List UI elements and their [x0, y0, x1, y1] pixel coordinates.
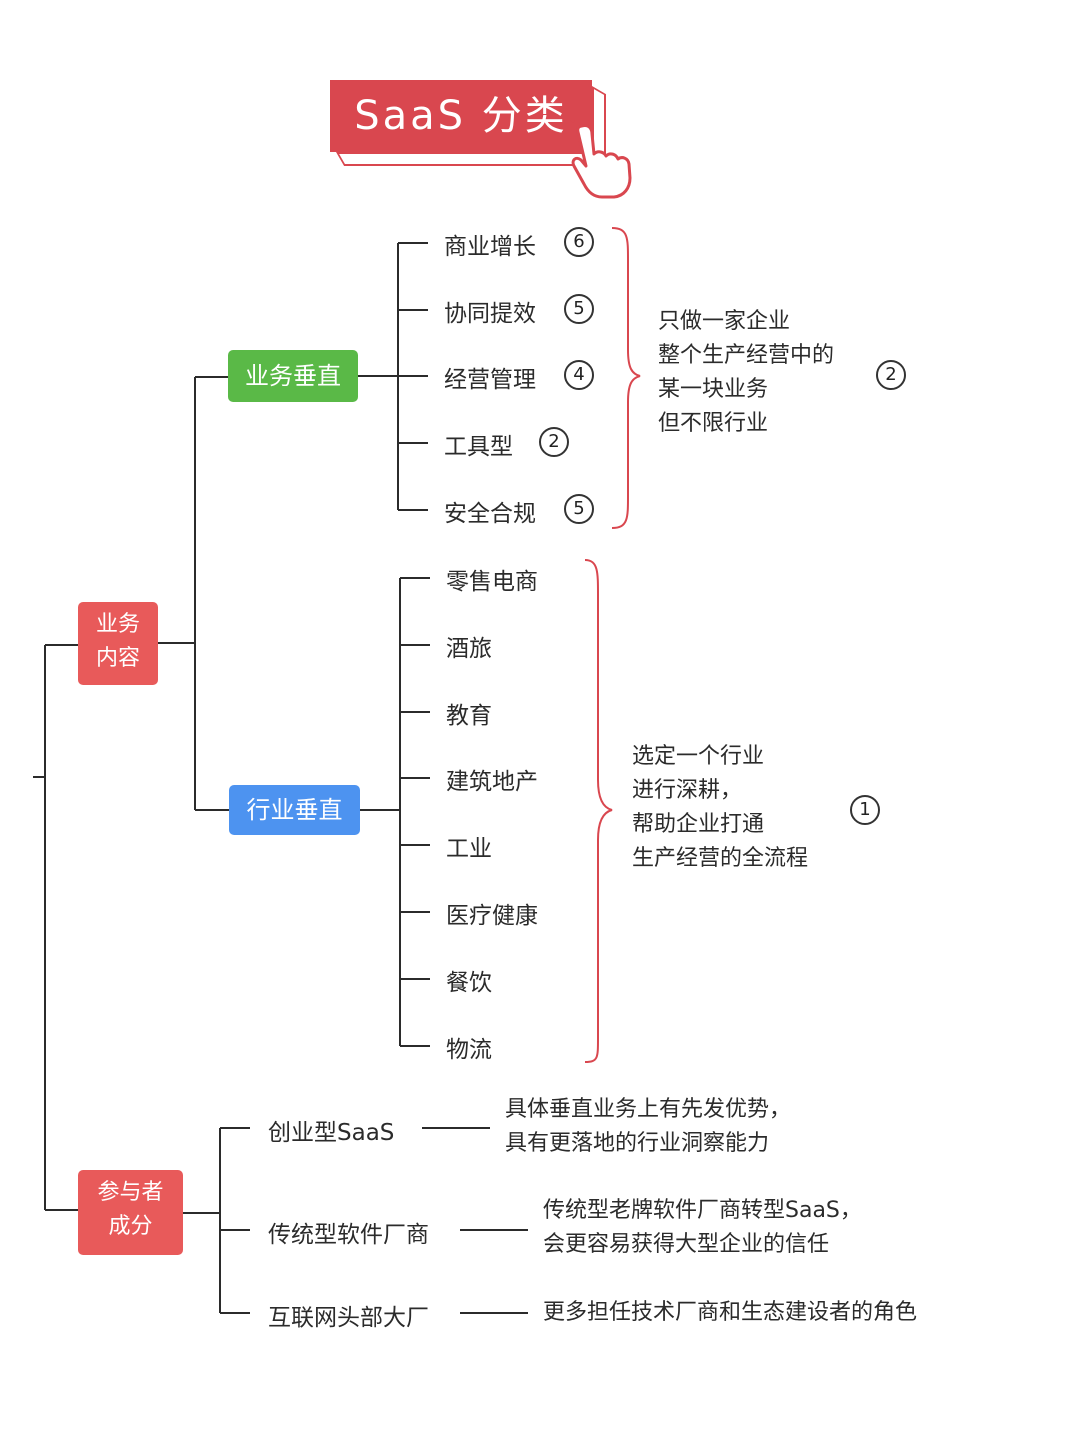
pointer-hand-icon — [568, 120, 632, 199]
bv-item-label[interactable]: 协同提效 — [444, 301, 536, 327]
page-title: SaaS 分类 — [330, 80, 592, 152]
node-business-vertical[interactable]: 业务垂直 — [228, 350, 358, 402]
iv-description: 选定一个行业 进行深耕， 帮助企业打通 生产经营的全流程 — [632, 744, 809, 871]
bv-item-count: 4 — [564, 360, 594, 390]
bv-description: 只做一家企业 整个生产经营中的 某一块业务 但不限行业 — [658, 309, 835, 436]
iv-item-label[interactable]: 零售电商 — [446, 569, 538, 595]
iv-item-label[interactable]: 医疗健康 — [446, 903, 538, 929]
node-business-content[interactable]: 业务 内容 — [78, 602, 158, 685]
participant-label[interactable]: 创业型SaaS — [268, 1120, 395, 1146]
bv-description-count: 2 — [876, 360, 906, 390]
title-block: SaaS 分类 — [330, 80, 632, 199]
title-3d-bottom — [336, 152, 607, 166]
iv-item-label[interactable]: 工业 — [446, 836, 492, 862]
participant-description: 更多担任技术厂商和生态建设者的角色 — [543, 1300, 918, 1325]
node-participants[interactable]: 参与者 成分 — [78, 1170, 183, 1255]
bv-item-label[interactable]: 工具型 — [444, 434, 513, 460]
iv-item-label[interactable]: 餐饮 — [446, 970, 492, 996]
iv-item-label[interactable]: 教育 — [446, 703, 492, 729]
participant-description: 传统型老牌软件厂商转型SaaS， 会更容易获得大型企业的信任 — [543, 1198, 862, 1257]
iv-description-count: 1 — [850, 795, 880, 825]
bv-item-label[interactable]: 安全合规 — [444, 501, 536, 527]
bv-item-count: 2 — [539, 427, 569, 457]
node-industry-vertical[interactable]: 行业垂直 — [229, 785, 360, 835]
bv-item-count: 5 — [564, 294, 594, 324]
participant-label[interactable]: 传统型软件厂商 — [268, 1222, 429, 1248]
iv-item-label[interactable]: 物流 — [446, 1037, 492, 1063]
iv-item-label[interactable]: 酒旅 — [446, 636, 492, 662]
iv-item-label[interactable]: 建筑地产 — [446, 769, 538, 795]
bv-item-count: 5 — [564, 494, 594, 524]
participant-description: 具体垂直业务上有先发优势， 具有更落地的行业洞察能力 — [505, 1097, 792, 1156]
bv-item-label[interactable]: 商业增长 — [444, 234, 536, 260]
participant-label[interactable]: 互联网头部大厂 — [268, 1305, 429, 1331]
bv-item-count: 6 — [564, 227, 594, 257]
bv-item-label[interactable]: 经营管理 — [444, 367, 536, 393]
